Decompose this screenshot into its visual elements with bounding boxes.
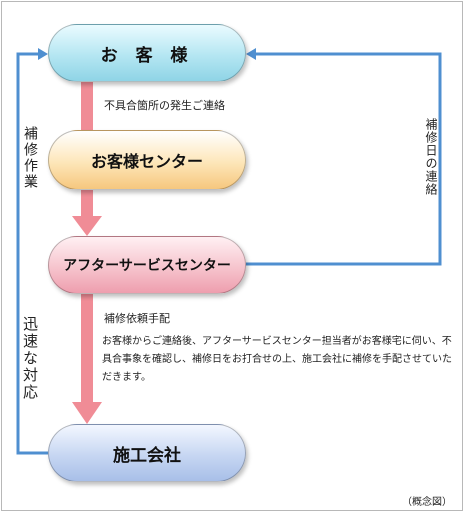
after-service-center-node: アフターサービスセンター [48, 236, 246, 294]
arrow-repair-date-head [246, 48, 256, 60]
arrow-center-to-after-shaft [81, 190, 93, 218]
customer-center-node: お客様センター [48, 130, 246, 190]
arrow-customer-to-center-shaft [81, 82, 93, 130]
repair-date-contact-label: 補修日の連絡 [424, 118, 438, 196]
concept-diagram-note: （概念図） [402, 497, 452, 508]
arrow-center-to-after-head [72, 216, 102, 236]
line-repair-date-loop [246, 52, 442, 266]
line-repair-work-loop [16, 52, 48, 455]
arrow-repair-work-head [38, 48, 48, 60]
repair-work-label: 補修作業 [22, 126, 38, 190]
arrow-after-to-contractor-shaft [81, 294, 93, 404]
arrow-after-to-contractor-head [72, 402, 102, 424]
customer-node: お 客 様 [48, 24, 246, 82]
repair-request-label: 補修依頼手配 [104, 312, 170, 325]
process-description: お客様からご連絡後、アフターサービスセンター担当者がお客様宅に伺い、不具合事象を… [102, 336, 452, 383]
contractor-node: 施工会社 [48, 424, 246, 482]
quick-response-label: 迅速な対応 [21, 316, 39, 401]
defect-contact-label: 不具合箇所の発生ご連絡 [104, 99, 225, 112]
